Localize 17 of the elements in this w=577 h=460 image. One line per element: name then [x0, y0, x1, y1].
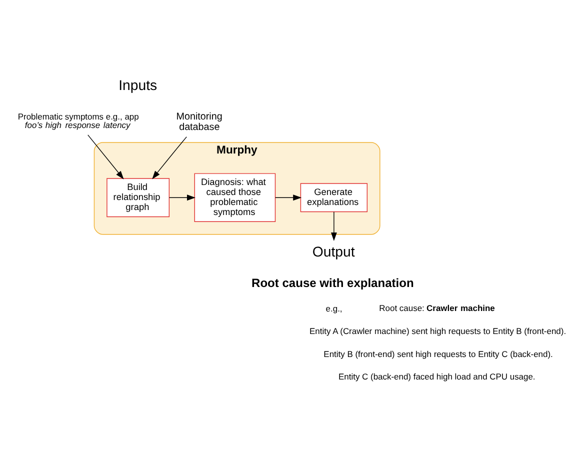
- arrow: [275, 194, 302, 200]
- arrow: [152, 136, 187, 179]
- label: Root cause with explanation: [252, 276, 414, 290]
- node-box: Build relationship graph: [106, 178, 170, 217]
- node-box: Generate explanations: [300, 182, 368, 212]
- node-box: Diagnosis: what caused those problematic symptoms: [194, 172, 276, 222]
- label: Inputs: [118, 76, 158, 93]
- label: Root cause: Crawler machine: [379, 302, 495, 312]
- arrow: [330, 211, 337, 241]
- node-text: Problematic symptoms e.g., app foo’s high response latency: [18, 111, 139, 130]
- label: Entity B (front-end) sent high requests to Entity C (back-end).: [324, 348, 553, 358]
- label: e.g.,: [326, 303, 342, 314]
- label: Entity A (Crawler machine) sent high requests to Entity B (front-end).: [310, 326, 566, 336]
- node-text: Output: [312, 242, 355, 259]
- node-text: Monitoring database: [176, 110, 222, 132]
- arrow: [168, 194, 196, 200]
- label: Entity C (back-end) faced high load and CPU usage.: [338, 370, 536, 381]
